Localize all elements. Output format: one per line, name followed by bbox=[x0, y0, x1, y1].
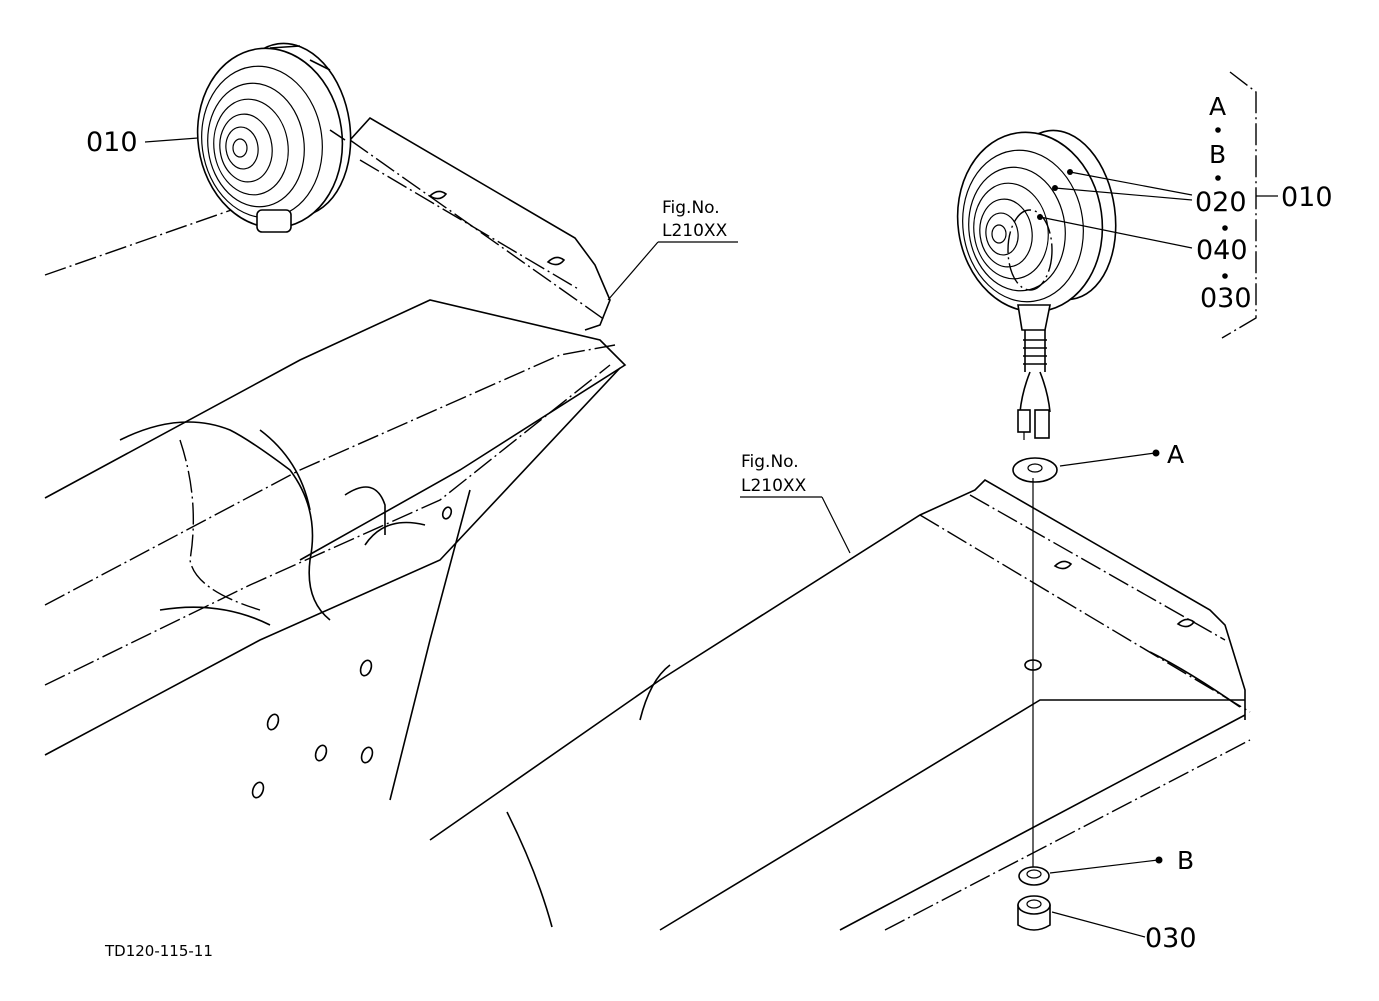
group-label-a: A bbox=[1209, 92, 1226, 121]
left-lamp-part-number: 010 bbox=[86, 127, 138, 158]
left-lamp-icon bbox=[196, 42, 352, 233]
left-fig-ref-label: Fig.No. bbox=[662, 198, 720, 218]
callout-a: A bbox=[1167, 440, 1184, 469]
right-lamp-icon bbox=[956, 129, 1117, 440]
nut-icon bbox=[1017, 895, 1051, 931]
left-fig-ref-number: L210XX bbox=[662, 221, 728, 241]
callout-b: B bbox=[1177, 846, 1194, 875]
part-010-group-label: 010 bbox=[1281, 182, 1333, 213]
nut-part-number: 030 bbox=[1145, 923, 1197, 954]
part-030-group-label: 030 bbox=[1200, 283, 1252, 314]
right-fig-ref-number: L210XX bbox=[741, 476, 807, 496]
drawing-code: TD120-115-11 bbox=[104, 942, 213, 960]
group-bracket bbox=[1221, 71, 1257, 339]
washer-a-icon bbox=[1012, 457, 1058, 483]
right-fig-ref-label: Fig.No. bbox=[741, 452, 799, 472]
left-fender-assembly bbox=[44, 116, 627, 801]
part-040-label: 040 bbox=[1196, 235, 1248, 266]
lock-washer-b-icon bbox=[1018, 866, 1050, 886]
part-020-label: 020 bbox=[1195, 187, 1247, 218]
right-fender-assembly bbox=[429, 479, 1251, 931]
group-label-b: B bbox=[1209, 140, 1226, 169]
